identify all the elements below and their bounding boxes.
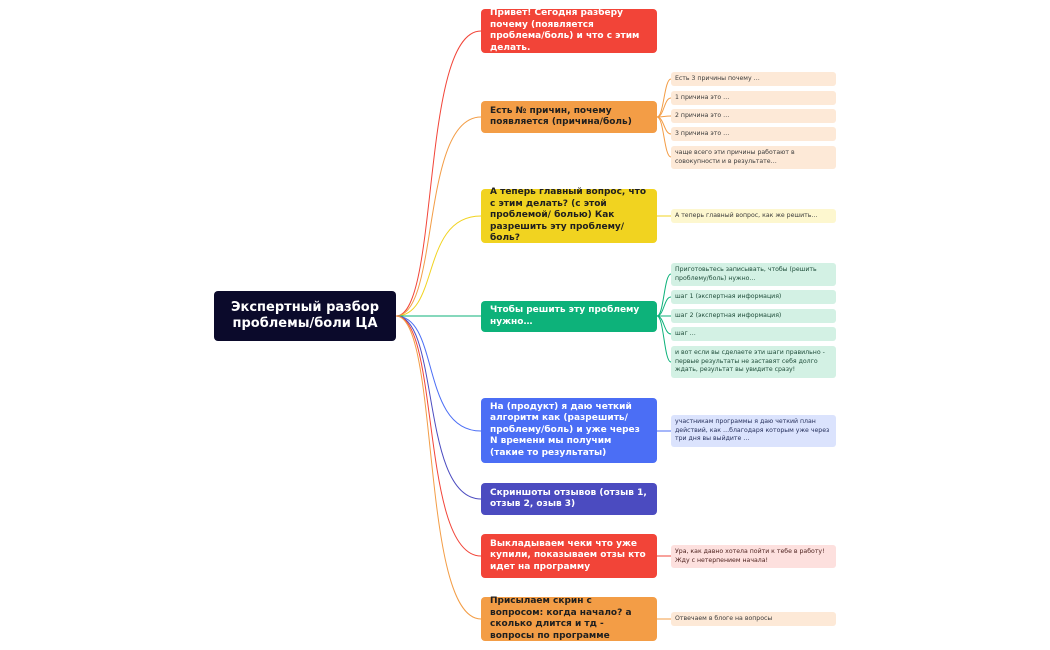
- subtopic[interactable]: чаще всего эти причины работают в совоку…: [671, 146, 836, 169]
- topic-intro[interactable]: Привет! Сегодня разберу почему (появляет…: [481, 8, 657, 53]
- topic-questions[interactable]: Присылаем скрин с вопросом: когда начало…: [481, 596, 657, 641]
- subtopic[interactable]: шаг 2 (экспертная информация): [671, 309, 836, 323]
- subtopic[interactable]: 1 причина это …: [671, 91, 836, 105]
- subtopic[interactable]: Ура, как давно хотела пойти к тебе в раб…: [671, 545, 836, 568]
- subtopic[interactable]: шаг …: [671, 327, 836, 341]
- connector-branch-8: [395, 315, 482, 620]
- connector-leaf: [656, 78, 672, 118]
- subtopic[interactable]: Приготовьтесь записывать, чтобы (решить …: [671, 263, 836, 286]
- connector-leaf: [656, 273, 672, 317]
- subtopic[interactable]: участникам программы я даю четкий план д…: [671, 415, 836, 447]
- subtopic[interactable]: шаг 1 (экспертная информация): [671, 290, 836, 304]
- connector-branch-2: [395, 116, 482, 317]
- subtopic[interactable]: А теперь главный вопрос, как же решить…: [671, 209, 836, 223]
- connector-branch-1: [395, 30, 482, 317]
- topic-main-question[interactable]: А теперь главный вопрос, что с этим дела…: [481, 187, 657, 243]
- connector-leaf: [656, 116, 672, 158]
- root-topic[interactable]: Экспертный разбор проблемы/боли ЦА: [214, 291, 396, 341]
- subtopic[interactable]: Отвечаем в блоге на вопросы: [671, 612, 836, 626]
- connector-leaf: [656, 315, 672, 363]
- topic-product[interactable]: На (продукт) я даю четкий алгоритм как (…: [481, 398, 657, 463]
- subtopic[interactable]: Есть 3 причины почему …: [671, 72, 836, 86]
- subtopic[interactable]: 2 причина это …: [671, 109, 836, 123]
- connector-branch-5: [395, 315, 482, 432]
- topic-solution[interactable]: Чтобы решить эту проблему нужно…: [481, 301, 657, 332]
- connector-branch-7: [395, 315, 482, 557]
- subtopic[interactable]: и вот если вы сделаете эти шаги правильн…: [671, 346, 836, 378]
- subtopic[interactable]: 3 причина это …: [671, 127, 836, 141]
- connector-leaf: [656, 296, 672, 317]
- connector-branch-3: [395, 215, 482, 317]
- topic-receipts[interactable]: Выкладываем чеки что уже купили, показыв…: [481, 534, 657, 578]
- connector-branch-6: [395, 315, 482, 500]
- topic-causes[interactable]: Есть № причин, почему появляется (причин…: [481, 101, 657, 133]
- topic-review-screenshots[interactable]: Скриншоты отзывов (отзыв 1, отзыв 2, озы…: [481, 483, 657, 515]
- connector-leaf: [656, 97, 672, 118]
